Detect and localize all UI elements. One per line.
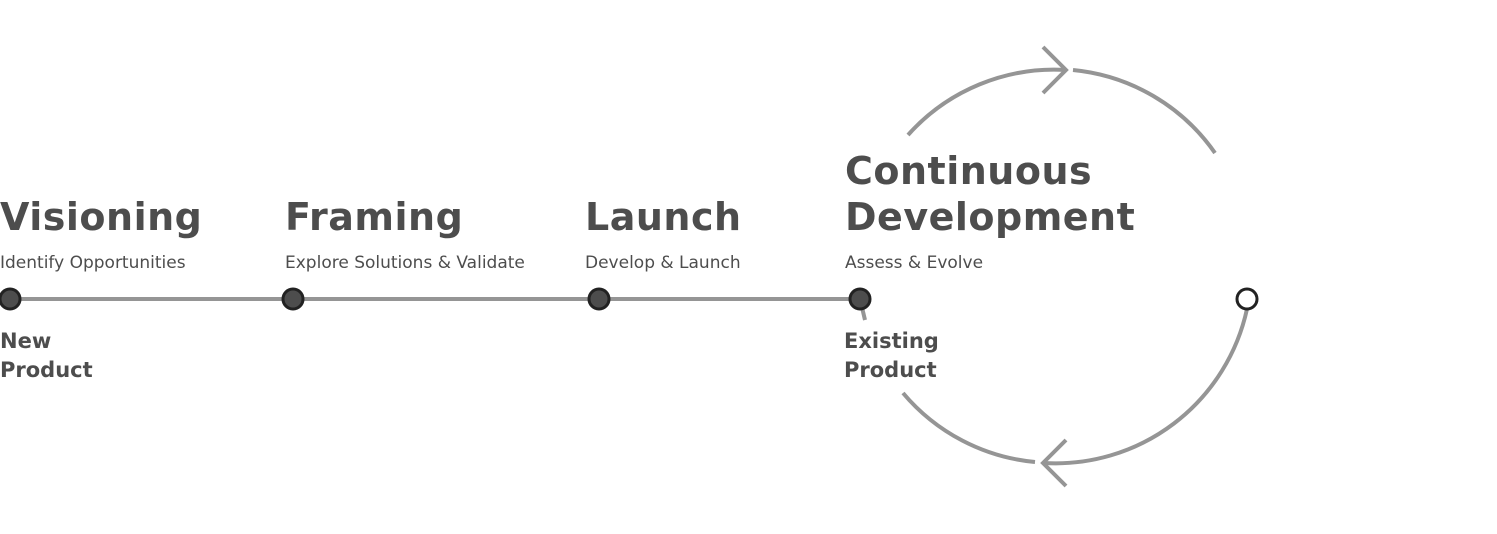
cycle-arc-top-right [1072, 68, 1217, 155]
cycle-arc-bottom-left [901, 391, 1036, 464]
node-framing [281, 287, 305, 311]
stage-title-continuous-line2: Development [845, 195, 1136, 239]
stage-subtitle-visioning: Identify Opportunities [0, 253, 186, 273]
stage-subtitle-framing: Explore Solutions & Validate [285, 253, 525, 273]
node-visioning [0, 287, 22, 311]
new-product-label-line1: New [0, 329, 52, 353]
stage-title-visioning: Visioning [0, 195, 203, 239]
stage-title-launch: Launch [585, 195, 742, 239]
arrow-right-icon [1041, 45, 1069, 95]
node-continuous [848, 287, 872, 311]
new-product-label-line2: Product [0, 358, 93, 382]
stage-subtitle-launch: Develop & Launch [585, 253, 741, 273]
existing-product-label-line1: Existing [844, 329, 939, 353]
stage-title-continuous-line1: Continuous [845, 149, 1093, 193]
node-cycle-open [1235, 287, 1259, 311]
existing-product-label-line2: Product [844, 358, 937, 382]
cycle-arc-top-left [906, 67, 1067, 137]
cycle-arc-right [1043, 308, 1249, 466]
node-launch [587, 287, 611, 311]
stage-subtitle-continuous: Assess & Evolve [845, 253, 984, 273]
stage-title-framing: Framing [285, 195, 464, 239]
arrow-left-icon [1040, 438, 1068, 488]
